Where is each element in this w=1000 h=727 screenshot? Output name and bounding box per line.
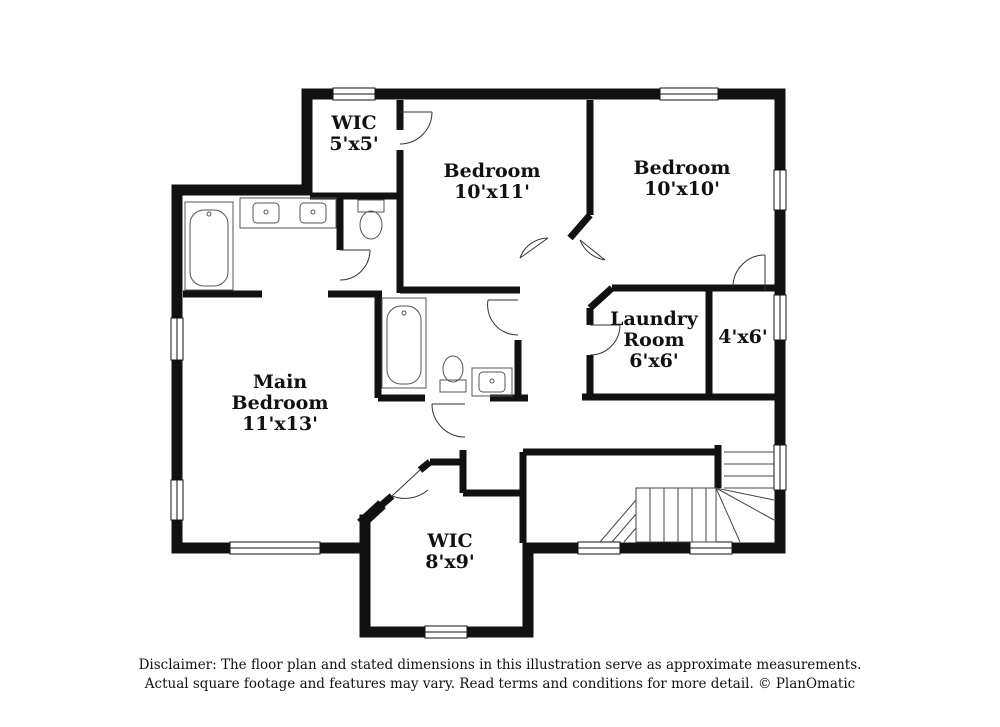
room-bedroom-2: Bedroom 10'x11' [422,161,562,203]
room-main-bedroom: Main Bedroom 11'x13' [210,372,350,435]
room-wic-small: WIC 5'x5' [322,113,386,155]
room-name: Bedroom [443,160,541,182]
stairs [599,451,775,543]
disclaimer-line-2: Actual square footage and features may v… [144,676,856,692]
room-name: Bedroom [633,157,731,179]
room-dimensions: 10'x11' [454,181,530,203]
room-dimensions: 8'x9' [425,551,475,573]
disclaimer-line-1: Disclaimer: The floor plan and stated di… [138,657,862,673]
room-name: WIC [331,112,377,134]
room-dimensions: 5'x5' [329,133,379,155]
room-name-line2: Bedroom [231,392,329,414]
room-dimensions: 10'x10' [644,178,720,200]
room-laundry: Laundry Room 6'x6' [598,309,710,372]
room-name-line2: Room [623,329,685,351]
room-dimensions: 6'x6' [629,350,679,372]
windows [170,87,787,639]
room-closet: 4'x6' [712,327,774,348]
disclaimer: Disclaimer: The floor plan and stated di… [0,656,1000,694]
room-name: WIC [427,530,473,552]
room-bedroom-3: Bedroom 10'x10' [612,158,752,200]
room-name-line1: Laundry [610,308,698,330]
room-name-line1: Main [252,371,308,393]
interior-walls [183,100,775,543]
room-dimensions: 11'x13' [242,413,318,435]
doors [339,111,766,499]
room-dimensions: 4'x6' [718,326,768,348]
room-wic-large: WIC 8'x9' [400,531,500,573]
fixtures [184,197,513,397]
